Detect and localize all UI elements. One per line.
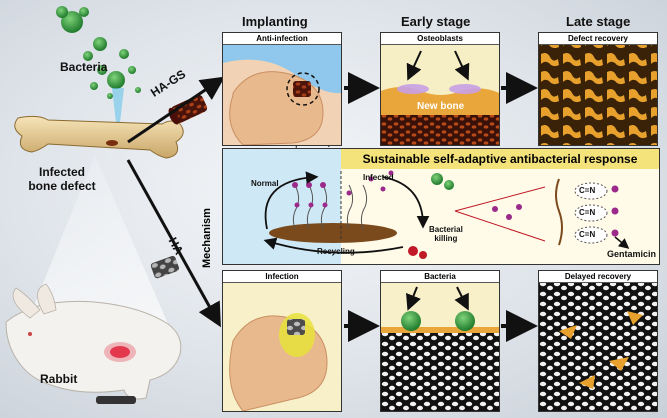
panel-delayed-recovery: Delayed recovery — [538, 270, 658, 412]
infected-label: Infected — [363, 173, 394, 182]
infected-bone-defect-label: Infected bone defect — [27, 165, 97, 193]
new-bone-label: New bone — [417, 101, 465, 112]
panel-infection-caption: Infection — [223, 271, 341, 283]
rabbit-label: Rabbit — [40, 372, 78, 386]
ha-gs-implant-icon — [168, 94, 208, 125]
stage-early: Early stage — [401, 14, 471, 29]
focus-beam — [20, 155, 175, 340]
panel-early-stage: Osteoblasts New bone — [380, 32, 500, 146]
bacterial-killing-line2: killing — [434, 234, 458, 243]
infected-bone-defect-line2: bone defect — [28, 179, 96, 193]
panel-bacteria: Bacteria — [380, 270, 500, 412]
infected-joint-illustration — [223, 271, 341, 411]
panel-osteoblasts-caption: Osteoblasts — [381, 33, 499, 45]
arrow-to-implanting — [127, 76, 225, 144]
normal-label: Normal — [251, 179, 279, 188]
bond-label-1: C=N — [579, 186, 596, 195]
stage-late: Late stage — [566, 14, 631, 29]
panel-defect-recovery-caption: Defect recovery — [539, 33, 657, 45]
bond-label-3: C=N — [579, 230, 596, 239]
bond-label-2: C=N — [579, 208, 596, 217]
panel-late-stage: Defect recovery — [538, 32, 658, 146]
panel-bacteria-caption: Bacteria — [381, 271, 499, 283]
panel-delayed-recovery-caption: Delayed recovery — [539, 271, 657, 283]
bacteria-film-illustration — [381, 271, 499, 411]
panel-anti-infection-caption: Anti-infection — [223, 33, 341, 45]
mechanism-panel: Sustainable self-adaptive antibacterial … — [222, 148, 660, 265]
panel-anti-infection: Anti-infection — [222, 32, 342, 146]
bone-icon — [14, 115, 184, 159]
recycling-label: Recycling — [317, 247, 355, 256]
infected-bone-defect-line1: Infected — [38, 165, 85, 179]
ha-implant-icon — [150, 255, 180, 279]
gentamicin-label: Gentamicin — [607, 249, 657, 259]
bacteria-cluster — [56, 6, 141, 99]
panel-infection: Infection — [222, 270, 342, 412]
mechanism-title: Sustainable self-adaptive antibacterial … — [341, 149, 659, 169]
rabbit-icon — [5, 283, 182, 404]
mechanism-label: Mechanism — [201, 208, 213, 268]
stage-implanting: Implanting — [242, 14, 308, 29]
defect-recovery-illustration — [539, 33, 657, 145]
bacteria-label: Bacteria — [60, 60, 108, 74]
bacterial-killing-label: Bacterial killing — [429, 225, 463, 243]
arrow-to-infection — [126, 159, 221, 328]
delayed-recovery-illustration — [539, 271, 657, 411]
bacterial-killing-line1: Bacterial — [429, 225, 463, 234]
new-bone-illustration — [381, 33, 499, 145]
bacteria-spray — [112, 88, 124, 140]
joint-illustration — [223, 33, 341, 145]
